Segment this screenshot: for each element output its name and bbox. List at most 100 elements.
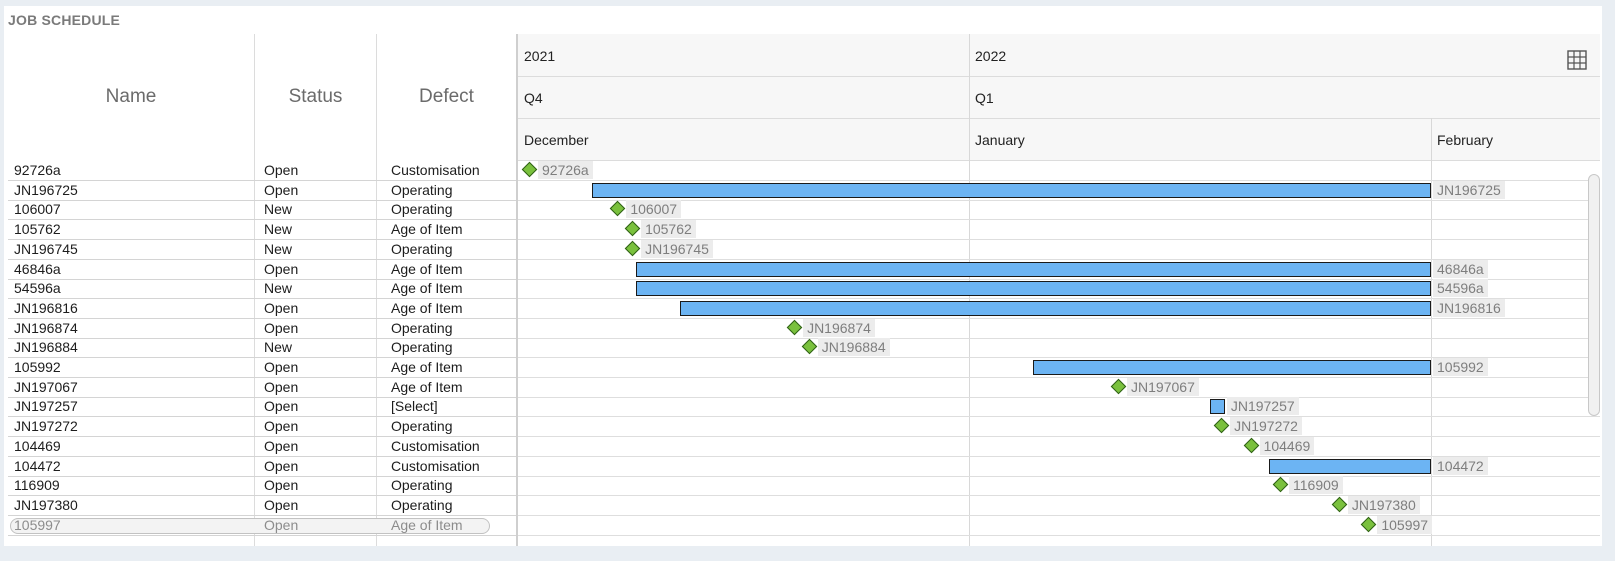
- task-bar[interactable]: [1210, 399, 1225, 414]
- milestone-diamond[interactable]: [1213, 417, 1230, 434]
- cell-defect: [Select]: [391, 398, 438, 414]
- cell-status: Open: [264, 320, 299, 336]
- milestone-diamond[interactable]: [1361, 516, 1377, 533]
- month-label: February: [1437, 132, 1494, 148]
- milestone-diamond[interactable]: [624, 220, 641, 237]
- column-divider[interactable]: [376, 34, 377, 546]
- column-header-name[interactable]: Name: [8, 34, 255, 160]
- quarter-band: Q4 Q1: [518, 76, 1600, 119]
- month-label: December: [524, 132, 589, 148]
- cell-status: Open: [264, 261, 299, 277]
- task-bar[interactable]: [1033, 360, 1431, 375]
- cell-status: New: [264, 221, 293, 237]
- timeline-row: JN196874: [518, 318, 1600, 339]
- task-bar[interactable]: [1269, 459, 1431, 474]
- cell-status: Open: [264, 458, 299, 474]
- cell-status: Open: [264, 398, 299, 414]
- column-header-defect[interactable]: Defect: [377, 34, 516, 160]
- row-drag-ghost: [10, 518, 490, 534]
- table-row[interactable]: 106007 New Operating: [8, 199, 517, 220]
- milestone-diamond[interactable]: [1243, 437, 1259, 454]
- task-label: JN197380: [1347, 496, 1420, 514]
- milestone-diamond[interactable]: [521, 161, 538, 178]
- column-divider[interactable]: [254, 34, 255, 546]
- timeline-header: 2021 2022 Q4 Q1 December January Februar…: [518, 34, 1600, 161]
- task-bar[interactable]: [635, 262, 1431, 277]
- task-label: 104469: [1259, 437, 1315, 455]
- cell-name: 104472: [14, 458, 61, 474]
- timeline-row: 92726a: [518, 160, 1600, 181]
- cell-defect: Age of Item: [391, 261, 463, 277]
- table-row[interactable]: 105762 New Age of Item: [8, 219, 517, 240]
- grid-splitter[interactable]: [516, 34, 518, 546]
- table-row[interactable]: 104472 Open Customisation: [8, 456, 517, 477]
- cell-status: New: [264, 201, 293, 217]
- cell-name: 106007: [14, 201, 61, 217]
- cell-name: 105997: [14, 517, 61, 533]
- task-label: 105992: [1433, 358, 1488, 376]
- task-bar[interactable]: [679, 301, 1431, 316]
- cell-defect: Age of Item: [391, 221, 463, 237]
- cell-status: New: [264, 339, 293, 355]
- grid-icon[interactable]: [1566, 49, 1588, 71]
- cell-defect: Operating: [391, 241, 453, 257]
- cell-status: Open: [264, 497, 299, 513]
- cell-status: Open: [264, 359, 299, 375]
- cell-defect: Customisation: [391, 458, 480, 474]
- cell-name: 92726a: [14, 162, 61, 178]
- year-band: 2021 2022: [518, 34, 1600, 77]
- cell-name: JN197257: [14, 398, 78, 414]
- cell-status: Open: [264, 379, 299, 395]
- milestone-diamond[interactable]: [610, 200, 626, 217]
- cell-name: 54596a: [14, 280, 61, 296]
- cell-defect: Age of Item: [391, 300, 463, 316]
- timeline-row: 105997: [518, 515, 1600, 536]
- timeline-row: JN197380: [518, 495, 1600, 516]
- cell-name: 116909: [14, 477, 60, 493]
- cell-name: 105992: [14, 359, 61, 375]
- cell-name: 105762: [14, 221, 61, 237]
- milestone-diamond[interactable]: [786, 319, 803, 336]
- cell-defect: Customisation: [391, 438, 480, 454]
- cell-status: Open: [264, 300, 299, 316]
- milestone-diamond[interactable]: [1272, 476, 1289, 493]
- cell-name: JN196874: [14, 320, 78, 336]
- column-header-status[interactable]: Status: [255, 34, 377, 160]
- milestone-diamond[interactable]: [1110, 378, 1127, 395]
- task-bar[interactable]: [591, 183, 1431, 198]
- timeline-row: 106007: [518, 199, 1600, 220]
- cell-defect: Operating: [391, 201, 453, 217]
- milestone-diamond[interactable]: [1331, 496, 1348, 513]
- cell-defect: Operating: [391, 182, 453, 198]
- task-label: 105997: [1377, 516, 1433, 534]
- milestone-diamond[interactable]: [801, 338, 818, 355]
- milestone-diamond[interactable]: [624, 240, 641, 257]
- timeline-row: 54596a: [518, 278, 1600, 299]
- cell-status: Open: [264, 438, 299, 454]
- timeline-row: JN196745: [518, 239, 1600, 260]
- task-bar[interactable]: [635, 281, 1431, 296]
- panel-title: JOB SCHEDULE: [8, 12, 121, 28]
- month-divider: [1431, 118, 1432, 546]
- vertical-scrollbar[interactable]: [1588, 174, 1600, 416]
- quarter-label: Q1: [975, 90, 994, 106]
- table-row[interactable]: JN197257 Open [Select]: [8, 396, 517, 417]
- task-label: JN196816: [1433, 299, 1505, 317]
- cell-status: New: [264, 280, 293, 296]
